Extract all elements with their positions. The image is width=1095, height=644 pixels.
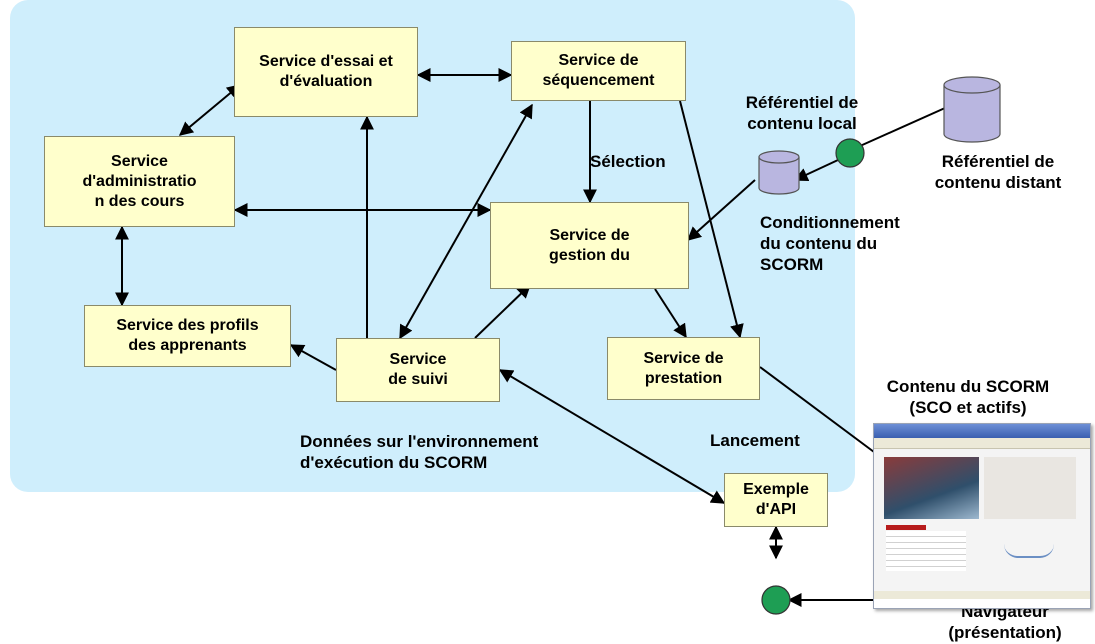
- browser-toolbar: [874, 438, 1090, 449]
- arrow-connector-local-repo: [793, 159, 839, 182]
- service-profils-apprenants: Service des profils des apprenants: [84, 305, 291, 367]
- label-lancement: Lancement: [710, 431, 800, 450]
- remote-connector-node: [835, 138, 865, 168]
- content-text-lines: [886, 531, 966, 571]
- label-conditionnement: Conditionnement du contenu du SCORM: [760, 213, 900, 274]
- label-referentiel-distant: Référentiel de contenu distant: [934, 152, 1062, 191]
- service-prestation: Service de prestation: [607, 337, 760, 400]
- arrow-suivi-sequencement: [399, 103, 533, 340]
- remote-repository-icon: [943, 76, 1001, 143]
- arrow-prestation-browser: [759, 366, 875, 453]
- service-suivi: Service de suivi: [336, 338, 500, 402]
- service-essai-evaluation: Service d'essai et d'évaluation: [234, 27, 418, 117]
- label-donnees-environnement: Données sur l'environnement d'exécution …: [300, 432, 539, 472]
- local-repository-icon: [758, 150, 800, 195]
- label-selection: Sélection: [590, 152, 666, 171]
- browser-status-bar: [874, 591, 1090, 599]
- line-remote-connector: [859, 107, 946, 147]
- service-gestion: Service de gestion du: [490, 202, 689, 289]
- service-administration-cours: Service d'administratio n des cours: [44, 136, 235, 227]
- arrow-gestion-prestation: [654, 288, 687, 339]
- content-red-heading: [886, 525, 926, 530]
- content-banner-image: [884, 457, 979, 519]
- exemple-api: Exemple d'API: [724, 473, 828, 527]
- browser-screenshot: [873, 423, 1091, 609]
- service-sequencement: Service de séquencement: [511, 41, 686, 101]
- arrow-suivi-profils: [289, 344, 337, 371]
- browser-title-bar: [874, 424, 1090, 438]
- content-side-panel: [984, 457, 1076, 519]
- arrow-suivi-gestion: [474, 284, 532, 339]
- browser-content: [874, 449, 1090, 599]
- label-referentiel-local: Référentiel de contenu local: [745, 93, 859, 133]
- content-signature-logo: [1004, 544, 1054, 558]
- arrow-conditionnement-gestion: [686, 179, 756, 241]
- arrow-essai-administration: [178, 84, 242, 136]
- api-connector-node: [761, 585, 791, 615]
- label-contenu-scorm: Contenu du SCORM (SCO et actifs): [886, 377, 1050, 417]
- arrow-suivi-api: [498, 369, 726, 504]
